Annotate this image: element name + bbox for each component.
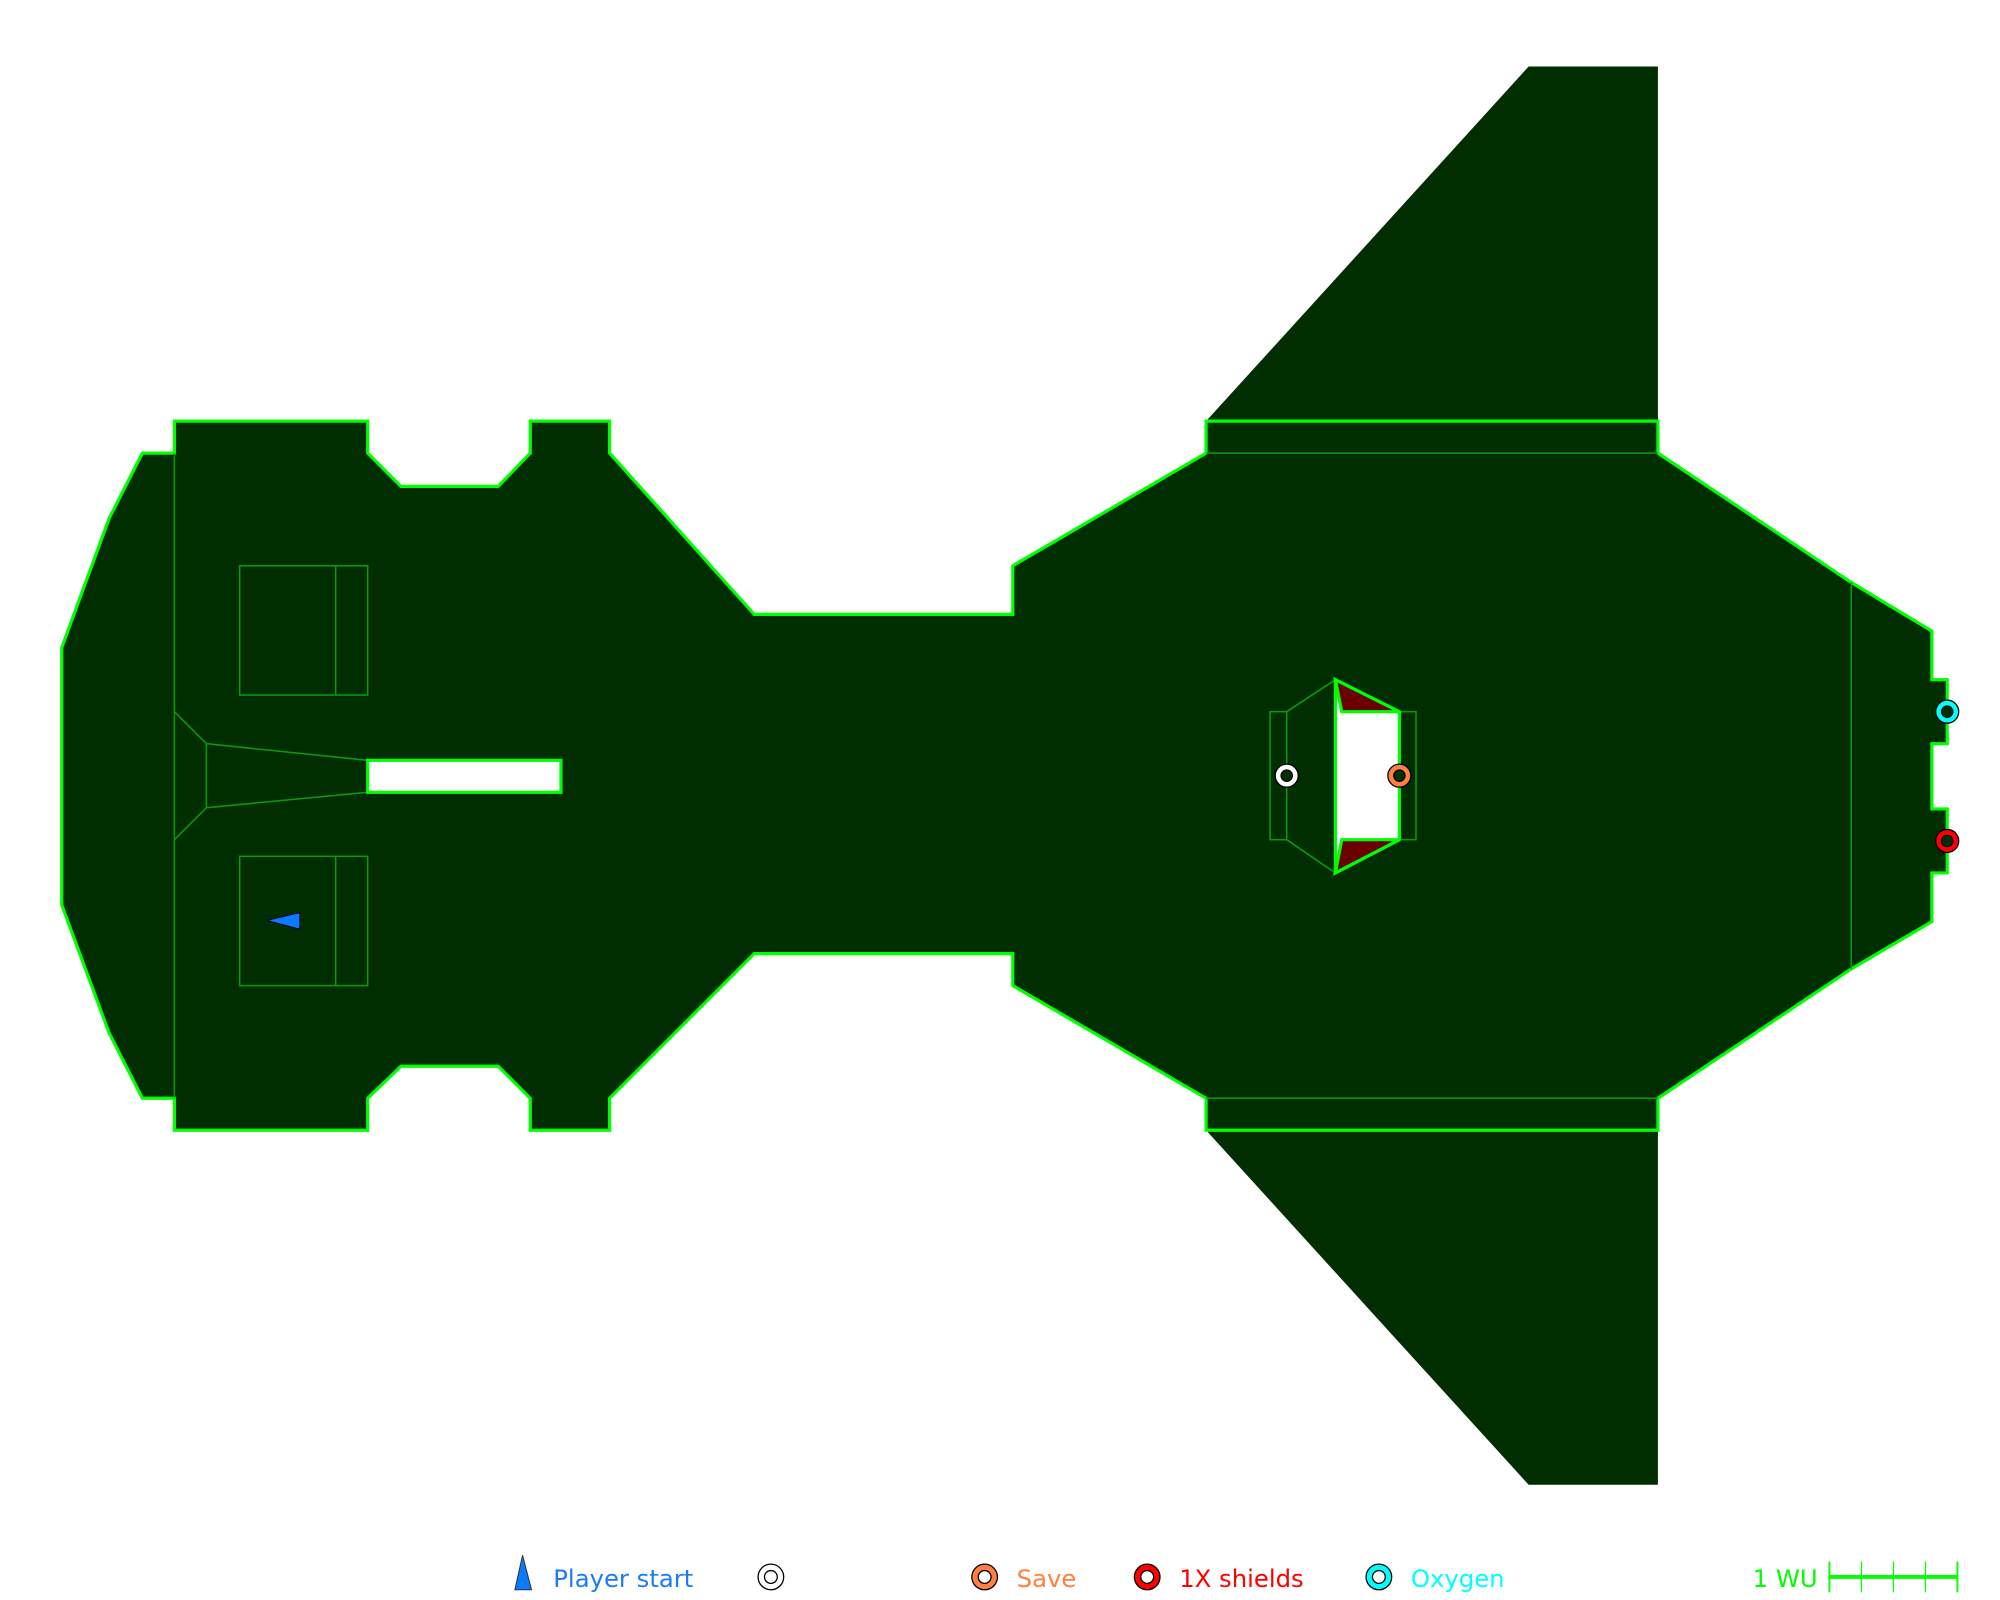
hazard-top [1333, 676, 1401, 714]
oxygen-pickup [1935, 699, 1960, 724]
legend: Player start Save 1X shields Oxygen 1 WU [514, 1555, 1959, 1593]
oxygen-ring-icon [1365, 1563, 1393, 1591]
lower-wing [1206, 1130, 1658, 1485]
shields-pickup [1935, 828, 1960, 854]
hull-outline [60, 419, 1949, 1132]
player-triangle-icon [514, 1555, 533, 1591]
legend-scale-label: 1 WU [1753, 1564, 1818, 1593]
nose-slot [366, 758, 563, 794]
ship-map [60, 66, 1960, 1485]
legend-oxygen: Oxygen [1411, 1564, 1505, 1593]
inner-walls [173, 452, 1852, 1100]
legend-save: Save [1017, 1564, 1077, 1593]
blank-pickup [1274, 763, 1299, 788]
hazard-bottom [1333, 838, 1401, 876]
scale-bar [1828, 1561, 1959, 1593]
shields-ring-icon [1133, 1563, 1161, 1591]
save-ring-icon [971, 1563, 999, 1591]
blank-ring-icon [757, 1563, 785, 1591]
upper-wing [1206, 66, 1658, 422]
legend-shields: 1X shields [1179, 1564, 1304, 1593]
player-start-marker [266, 911, 301, 930]
legend-player-start: Player start [553, 1564, 693, 1593]
save-pickup [1387, 763, 1412, 788]
